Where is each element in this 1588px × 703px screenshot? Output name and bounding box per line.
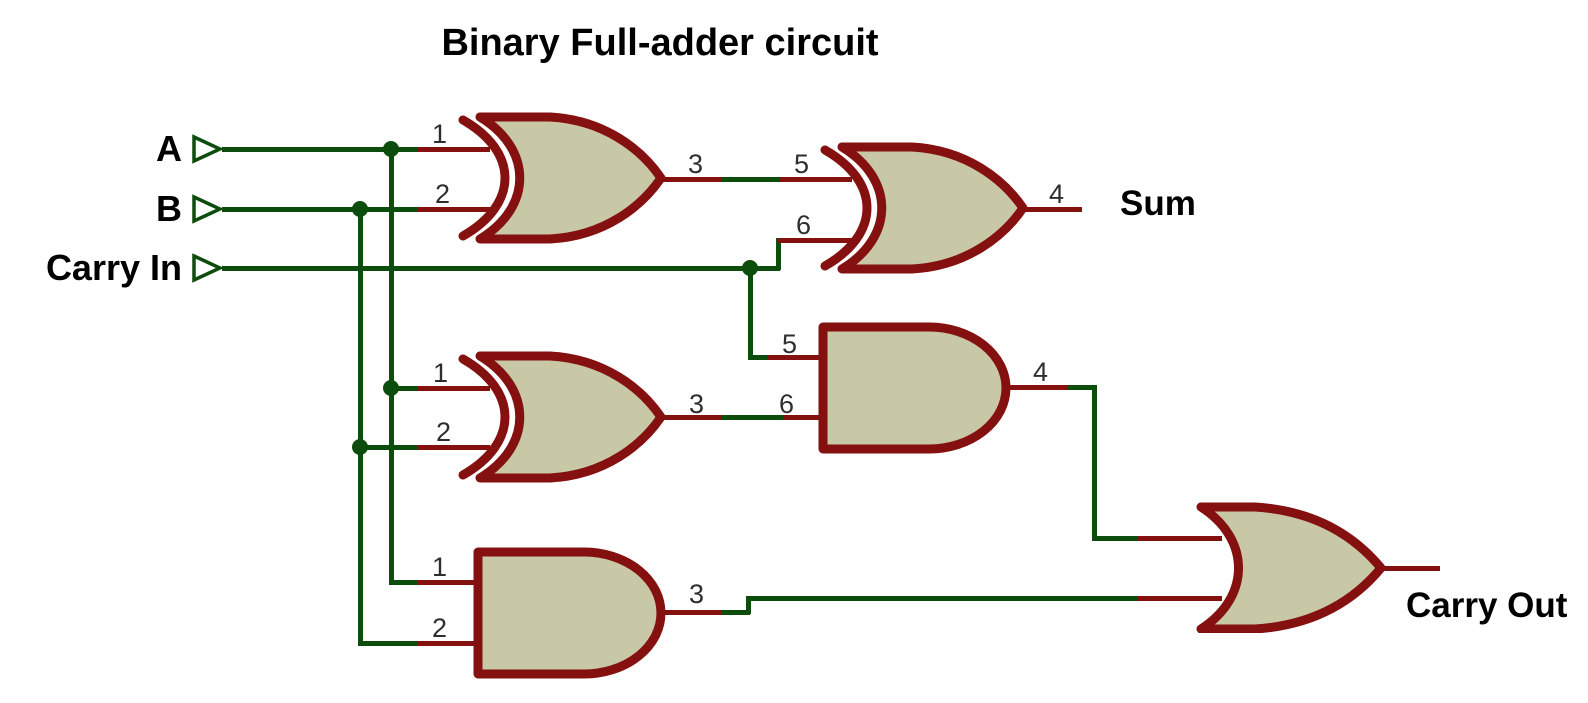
wire-a-to-and-bottom-pin1 bbox=[389, 580, 418, 585]
pin-number: 2 bbox=[432, 613, 448, 643]
junction-dot-b-top bbox=[352, 201, 368, 217]
input-port-triangle-icon bbox=[192, 194, 223, 224]
input-label-b: B bbox=[156, 188, 182, 229]
wire-xor-mid-out-to-and-pin6 bbox=[722, 415, 785, 420]
pin-number: 3 bbox=[689, 389, 705, 419]
or-gate-icon bbox=[1196, 502, 1386, 633]
pin-number: 3 bbox=[688, 149, 704, 179]
wire-a-to-xor-mid-pin1 bbox=[391, 386, 418, 391]
and-gate-icon bbox=[473, 547, 666, 679]
junction-dot-a-mid bbox=[383, 380, 399, 396]
wire-b-to-and-bottom-pin2 bbox=[358, 641, 418, 646]
pin-number: 1 bbox=[433, 358, 449, 388]
diagram-title: Binary Full-adder circuit bbox=[441, 22, 879, 64]
pin-number: 5 bbox=[782, 329, 798, 359]
xor-gate-icon bbox=[458, 351, 666, 483]
input-port-triangle-icon bbox=[192, 134, 223, 164]
junction-dot-a-top bbox=[383, 141, 399, 157]
pin-stub-xor-sum-in2 bbox=[778, 238, 852, 243]
wire-and-mid-out-drop bbox=[1092, 385, 1097, 540]
pin-stub-and-mid-in2 bbox=[783, 415, 828, 420]
xor-gate-icon bbox=[458, 112, 666, 244]
gate-and-bottom bbox=[473, 547, 668, 679]
output-label-sum: Sum bbox=[1120, 184, 1196, 223]
pin-number: 2 bbox=[436, 417, 452, 447]
pin-stub-xor-top-out bbox=[660, 177, 722, 182]
wire-and-mid-out-horizontal bbox=[1068, 385, 1096, 390]
pin-stub-and-bottom-in2 bbox=[418, 641, 483, 646]
wire-b-horizontal bbox=[222, 207, 418, 212]
pin-stub-xor-top-in2 bbox=[418, 207, 490, 212]
gate-xor-sum bbox=[817, 142, 1032, 276]
wire-b-to-xor-mid-pin2 bbox=[358, 445, 418, 450]
gate-or-carry bbox=[1193, 501, 1388, 633]
pin-number: 5 bbox=[794, 149, 810, 179]
pin-stub-and-mid-out bbox=[1004, 385, 1068, 390]
junction-dot-b-mid bbox=[352, 439, 368, 455]
pin-stub-xor-mid-in1 bbox=[418, 386, 490, 391]
pin-stub-xor-mid-out bbox=[660, 415, 722, 420]
wire-carry-in-to-and-pin5 bbox=[748, 355, 770, 360]
pin-stub-xor-mid-in2 bbox=[418, 445, 490, 450]
wire-b-trunk-vertical bbox=[358, 207, 363, 645]
junction-dot-carry-in bbox=[742, 260, 758, 276]
pin-number: 4 bbox=[1033, 357, 1049, 387]
input-label-a: A bbox=[156, 128, 182, 169]
wire-carry-in-riser-to-sum-pin6 bbox=[776, 238, 781, 270]
pin-stub-or-in1 bbox=[1137, 536, 1222, 541]
output-label-carry-out: Carry Out bbox=[1406, 586, 1568, 625]
input-port-triangle-icon bbox=[192, 253, 223, 283]
gate-xor-top bbox=[455, 112, 670, 246]
wire-and-bottom-out-riser bbox=[746, 596, 751, 614]
pin-stub-and-bottom-out bbox=[659, 610, 722, 615]
pin-stub-or-in2 bbox=[1137, 596, 1222, 601]
gate-and-mid bbox=[818, 322, 1013, 454]
wire-a-horizontal bbox=[222, 147, 418, 152]
wire-carry-in-drop-to-and-pin5 bbox=[748, 266, 753, 359]
pin-stub-and-bottom-in1 bbox=[418, 580, 483, 585]
pin-stub-xor-sum-in1 bbox=[780, 177, 852, 182]
pin-number: 2 bbox=[435, 179, 451, 209]
and-gate-icon bbox=[818, 322, 1011, 454]
pin-number: 3 bbox=[689, 579, 705, 609]
pin-stub-and-mid-in1 bbox=[768, 355, 828, 360]
pin-number: 6 bbox=[779, 389, 795, 419]
wire-to-or-pin-top bbox=[1092, 536, 1140, 541]
pin-number: 4 bbox=[1049, 179, 1065, 209]
pin-number: 1 bbox=[432, 552, 448, 582]
wire-xor-top-out-to-xor-sum-pin5 bbox=[722, 177, 782, 182]
pin-number: 1 bbox=[432, 119, 448, 149]
wire-carry-in-horizontal bbox=[222, 266, 780, 271]
wire-to-or-pin-bottom bbox=[746, 596, 1140, 601]
pin-stub-or-out bbox=[1380, 566, 1440, 571]
input-label-carry-in: Carry In bbox=[45, 247, 182, 288]
wire-a-trunk-vertical bbox=[389, 147, 394, 584]
wire-and-bottom-out-horizontal bbox=[722, 610, 750, 615]
pin-stub-xor-sum-out bbox=[1022, 207, 1082, 212]
pin-stub-xor-top-in1 bbox=[418, 147, 490, 152]
pin-number: 6 bbox=[796, 210, 812, 240]
gate-xor-mid bbox=[455, 351, 670, 485]
xor-gate-icon bbox=[820, 142, 1028, 274]
